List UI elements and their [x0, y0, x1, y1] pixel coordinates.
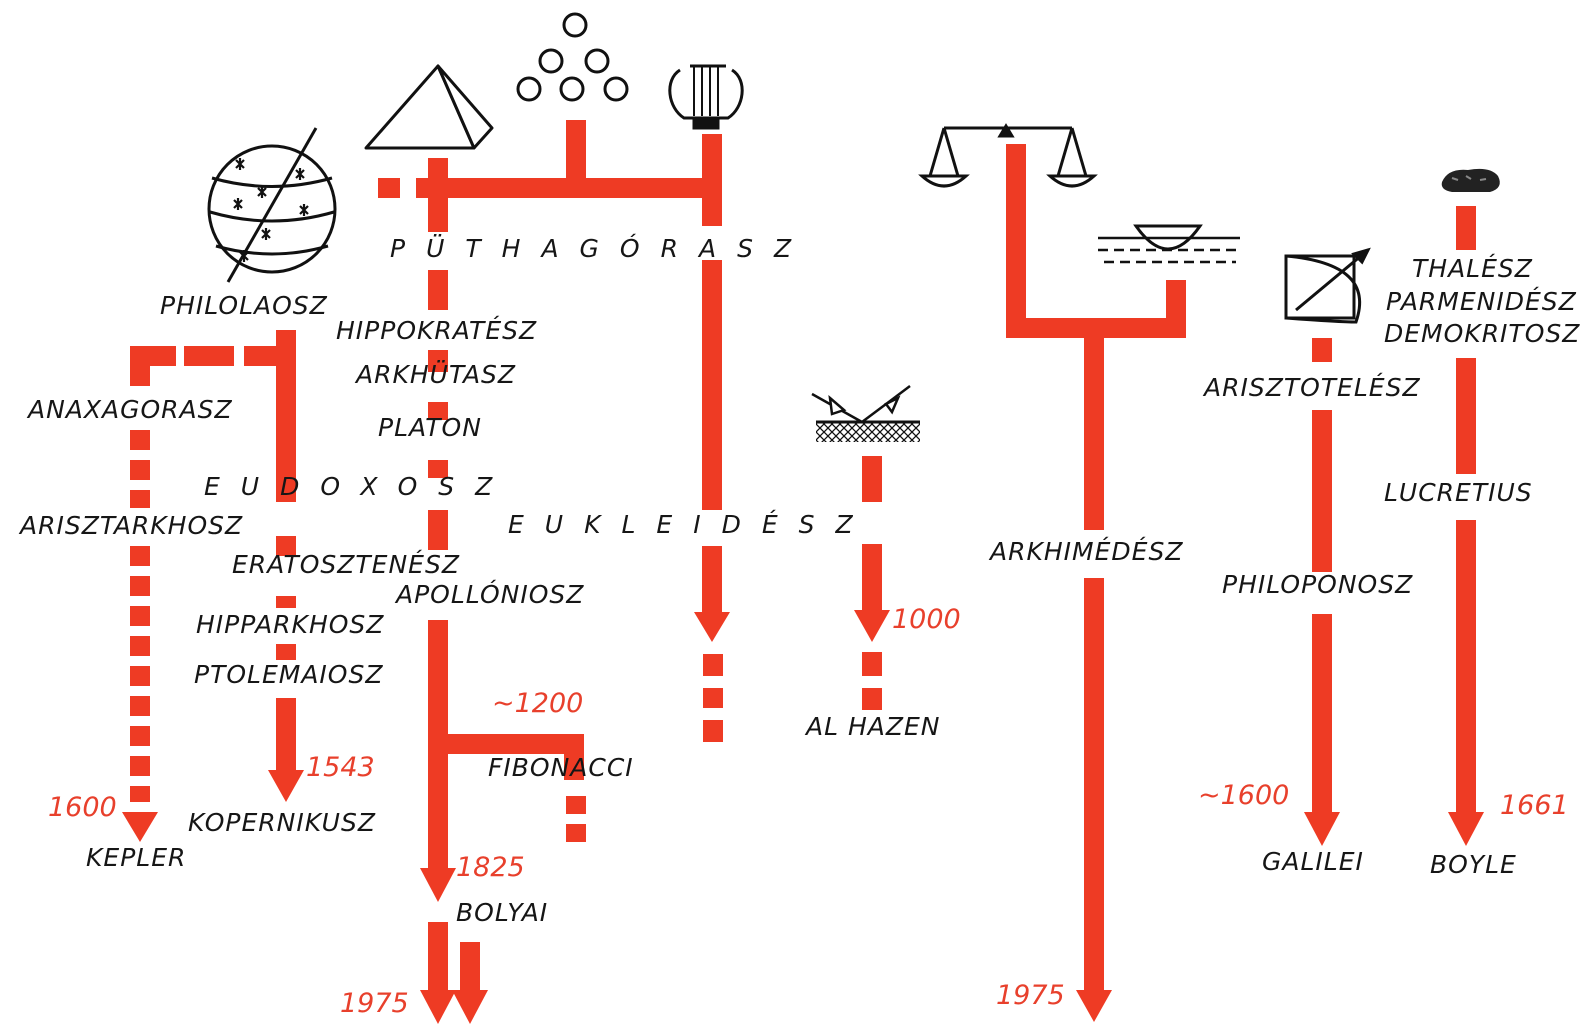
balance-scale-icon [918, 123, 1098, 188]
label-bolyai: BOLYAI [456, 898, 549, 927]
bowl-connector [1166, 280, 1186, 338]
pyramid-connector [428, 158, 448, 232]
lyre-connector [702, 134, 722, 226]
label-arisztotelesz: ARISZTOTELÉSZ [1204, 373, 1421, 402]
bow-and-arrow-icon [1284, 247, 1371, 324]
year-kepler: 1600 [48, 792, 117, 823]
kepler-dotted-line [130, 430, 150, 802]
label-apolloniosz: APOLLÓNIOSZ [396, 580, 585, 609]
label-eratosztenesz: ERATOSZTENÉSZ [232, 550, 460, 579]
eukleides-arrow [694, 612, 730, 642]
year-archimedes-end: 1975 [996, 980, 1065, 1011]
scale-connector [1006, 144, 1026, 338]
year-bolyai-end: 1975 [340, 988, 409, 1019]
year-boyle: 1661 [1500, 790, 1569, 821]
label-parmenidesz: PARMENIDÉSZ [1386, 287, 1577, 316]
year-bolyai: 1825 [456, 852, 525, 883]
philolaos-dash-1 [184, 346, 234, 366]
arrow-to-galilei [1304, 812, 1340, 846]
label-eukleidesz: EUKLEIDÉSZ [508, 510, 874, 539]
label-al-hazen: AL HAZEN [806, 712, 941, 741]
pythagoras-crossbar [416, 178, 710, 198]
label-hippokratesz: HIPPOKRATÉSZ [336, 316, 538, 345]
alhazen-arrow [854, 610, 890, 642]
floating-bowl-icon [1098, 224, 1240, 264]
eukleides-dash-2 [703, 688, 723, 708]
fibonacci-dash-2 [566, 824, 586, 842]
stone-icon [1441, 168, 1500, 192]
label-platon: PLATON [378, 413, 482, 442]
year-kopernikusz: 1543 [306, 752, 375, 783]
label-kepler: KEPLER [86, 843, 187, 872]
arrow-to-kopernikusz [268, 770, 304, 802]
label-galilei: GALILEI [1262, 847, 1364, 876]
archimedes-crossbar [1006, 318, 1186, 338]
label-ptolemaiosz: PTOLEMAIOSZ [194, 660, 384, 689]
label-thalesz: THALÉSZ [1412, 254, 1533, 283]
alhazen-dash-2 [862, 688, 882, 710]
label-puthagorasz: PÜTHAGÓRASZ [390, 234, 813, 263]
eukleides-dash-1 [703, 654, 723, 676]
year-al-hazen: 1000 [892, 604, 961, 635]
year-fibonacci: ~1200 [492, 688, 584, 719]
lyre-icon [668, 64, 744, 130]
label-philolaosz: PHILOLAOSZ [160, 291, 328, 320]
label-anaxagorasz: ANAXAGORASZ [28, 395, 233, 424]
label-arkhimedesz: ARKHIMÉDÉSZ [990, 537, 1184, 566]
arrow-to-bolyai [420, 868, 456, 902]
tetractys-dots-icon [516, 12, 629, 102]
pyramid-icon [364, 64, 494, 150]
tetractys-connector [566, 120, 586, 186]
label-eudoxosz: EUDOXOSZ [204, 472, 514, 501]
label-boyle: BOYLE [1430, 850, 1517, 879]
celestial-sphere-icon [207, 127, 337, 283]
bolyai-arrow-1 [420, 990, 456, 1024]
pythagoras-dash-left [378, 178, 400, 198]
year-galilei: ~1600 [1198, 780, 1290, 811]
label-fibonacci: FIBONACCI [488, 753, 634, 782]
label-demokritosz: DEMOKRITOSZ [1384, 319, 1581, 348]
arrow-to-boyle [1448, 812, 1484, 846]
eukleides-dash-3 [703, 720, 723, 742]
archimedes-arrow [1076, 990, 1112, 1022]
light-reflection-icon [811, 385, 920, 442]
alhazen-dash-1 [862, 652, 882, 676]
fibonacci-branch [438, 734, 584, 754]
philolaos-bar [244, 346, 296, 366]
label-philoponosz: PHILOPONOSZ [1222, 570, 1414, 599]
label-kopernikusz: KOPERNIKUSZ [188, 808, 376, 837]
anaxagoras-corner [130, 346, 150, 386]
label-arkhutasz: ARKHÜTASZ [356, 360, 517, 389]
bolyai-arrow-2 [452, 990, 488, 1024]
fibonacci-dash-1 [566, 796, 586, 814]
label-hipparkhosz: HIPPARKHOSZ [196, 610, 385, 639]
arrow-to-kepler [122, 812, 158, 842]
label-lucretius: LUCRETIUS [1384, 478, 1533, 507]
label-arisztarkhosz: ARISZTARKHOSZ [20, 511, 244, 540]
